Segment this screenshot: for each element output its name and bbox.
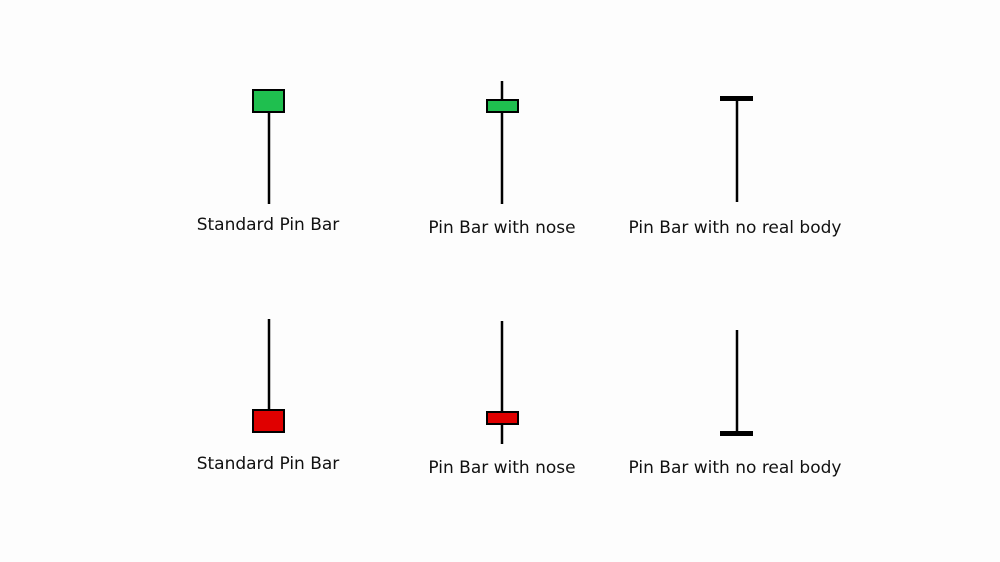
cap-bar	[720, 431, 753, 436]
bearish-pin-bar-no-body	[720, 330, 753, 436]
bearish-pin-bar-with-nose	[486, 321, 519, 444]
label-bearish-no-body: Pin Bar with no real body	[628, 458, 842, 478]
candle-body	[486, 411, 519, 425]
candle-body	[486, 99, 519, 113]
bearish-standard-pin-bar	[252, 319, 285, 433]
label-bullish-standard: Standard Pin Bar	[196, 215, 340, 235]
bullish-pin-bar-with-nose	[486, 81, 519, 204]
candle-body	[252, 89, 285, 113]
candle-body	[252, 409, 285, 433]
label-bullish-no-body: Pin Bar with no real body	[628, 218, 842, 238]
bullish-pin-bar-no-body	[720, 96, 753, 202]
cap-bar	[720, 96, 753, 101]
bullish-standard-pin-bar	[252, 89, 285, 204]
label-bearish-nose: Pin Bar with nose	[428, 458, 576, 478]
label-bearish-standard: Standard Pin Bar	[196, 454, 340, 474]
label-bullish-nose: Pin Bar with nose	[428, 218, 576, 238]
